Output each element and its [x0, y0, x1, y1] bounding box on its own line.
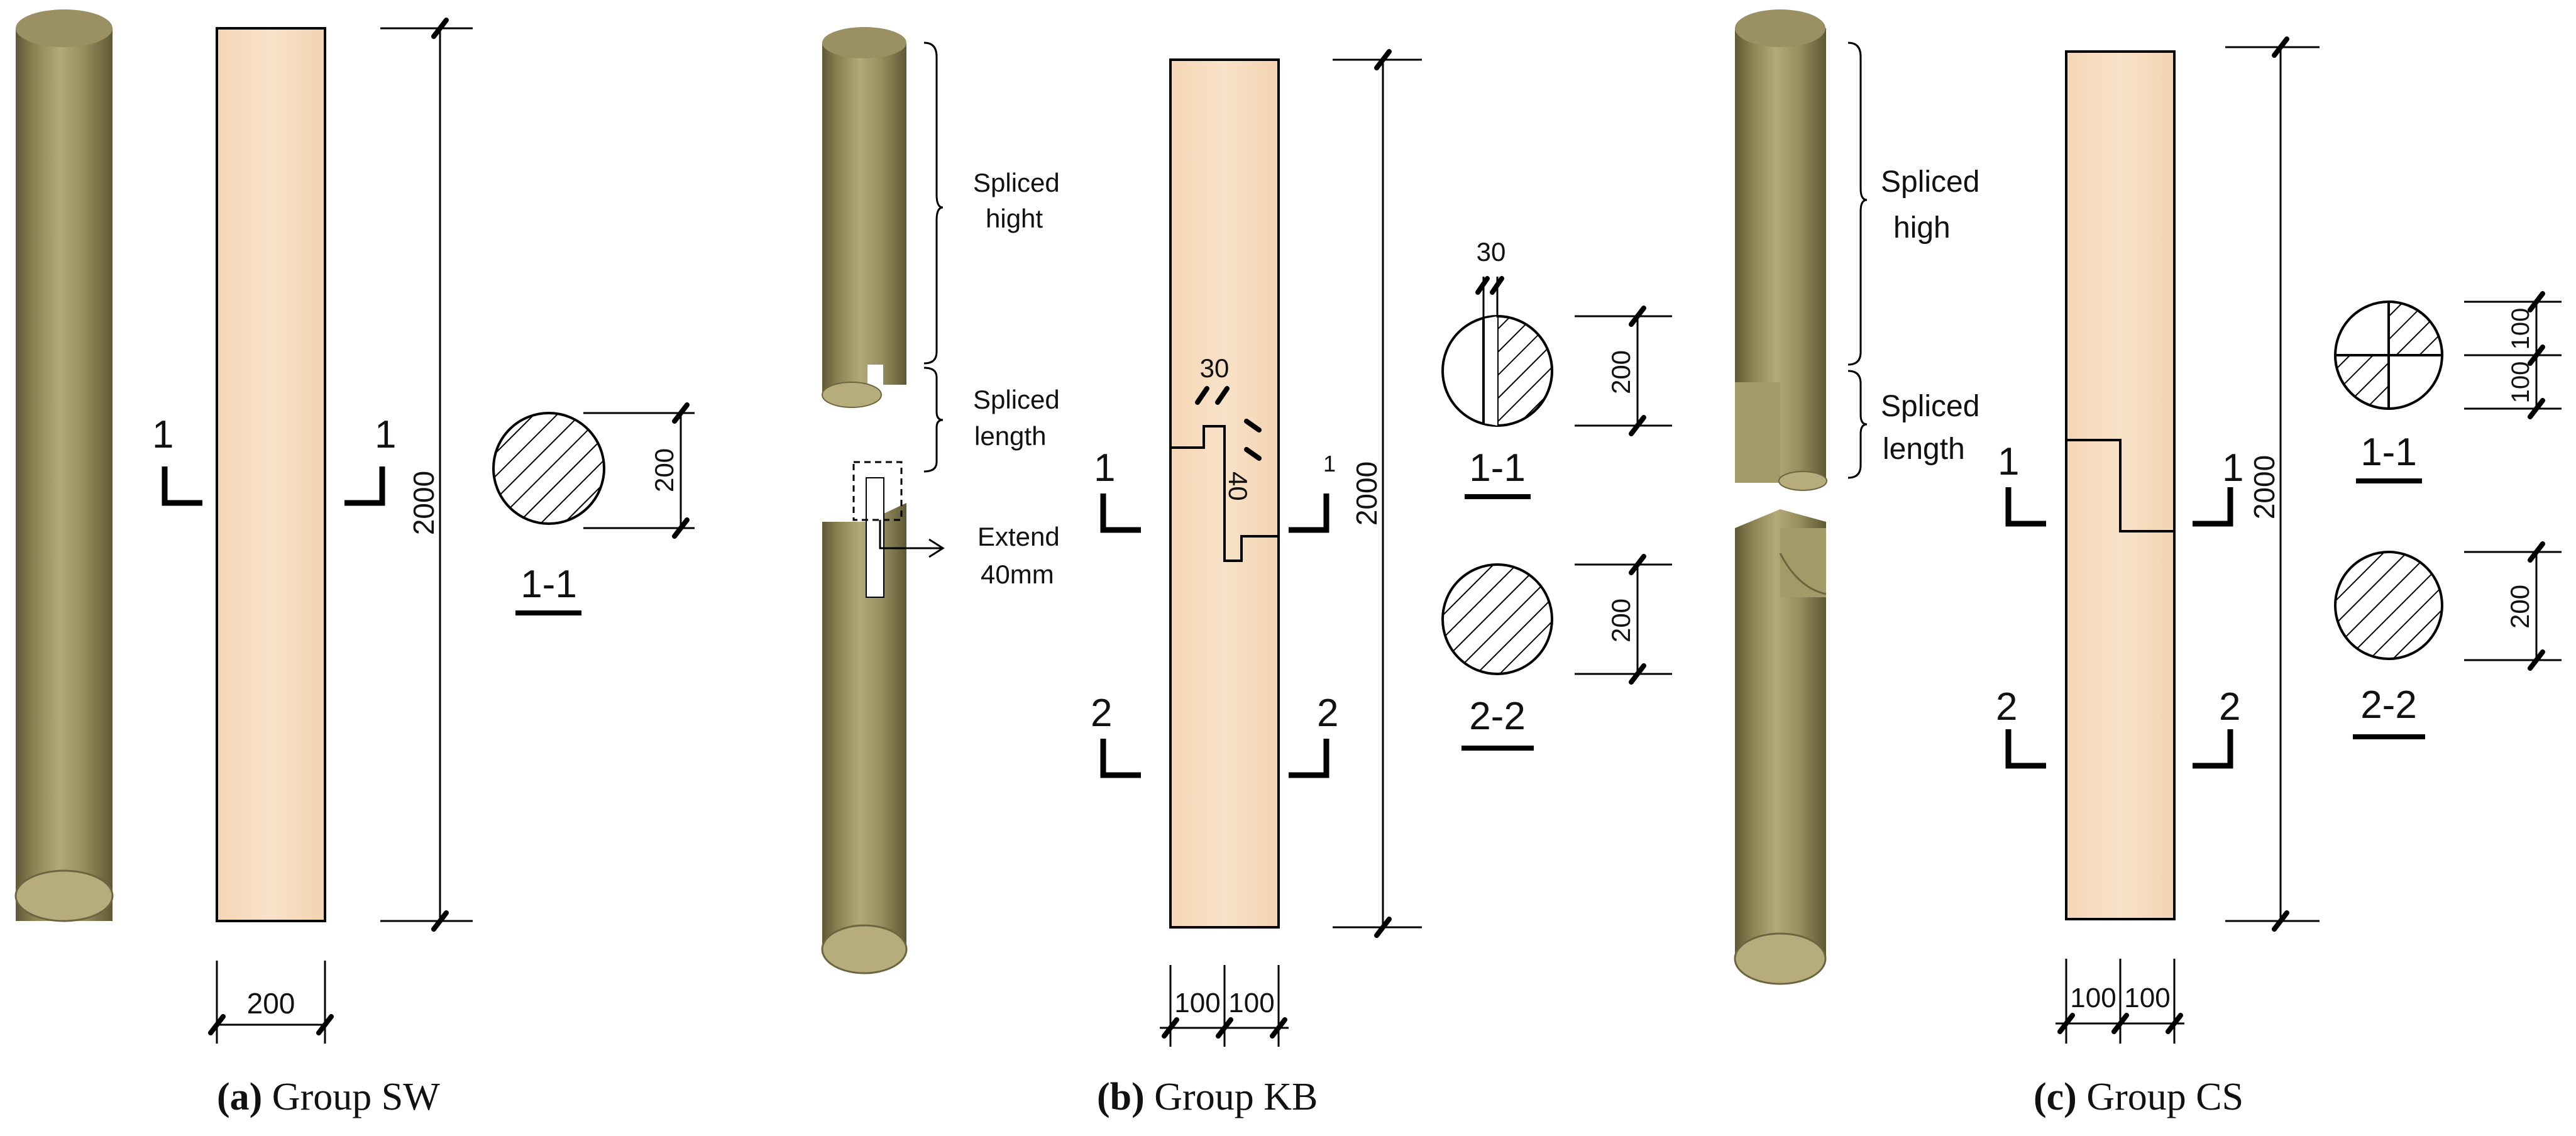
section-mark-b2-left: 2 [1091, 692, 1141, 778]
brace-spliced-length [1847, 370, 1868, 479]
log-a [14, 9, 114, 922]
section-label: 2 [1317, 692, 1338, 735]
extend-arrow [879, 520, 945, 558]
height-label: 2000 [1350, 461, 1383, 526]
width-label: 100 [1174, 988, 1220, 1018]
circle-b2-dim: 200 [1575, 554, 1672, 685]
height-dimension-a: 2000 [380, 18, 473, 932]
circle-b1-dim: 200 [1575, 306, 1672, 436]
panel-a: 1 1 2000 200 [14, 9, 695, 1118]
circle-dim-label: 200 [649, 448, 679, 492]
circle-dim-label: 200 [2505, 585, 2535, 629]
section-label: 1 [375, 413, 396, 456]
caption-a: (a) Group SW [217, 1076, 440, 1118]
section-mark-a-right: 1 [344, 413, 396, 506]
joint-dims-b: 30 40 [1195, 353, 1262, 501]
joint-line-c [2066, 439, 2174, 532]
section-label: 1 [1998, 440, 2019, 483]
section-title-1-1: 1-1 [520, 563, 577, 606]
section-label: 1 [1094, 446, 1115, 490]
circle-dimension-a: 200 [583, 402, 695, 539]
brace-spliced-length [923, 367, 944, 473]
section-label: 1 [1323, 451, 1336, 477]
cross-section-1-1-b [1441, 314, 1553, 427]
height-label: 2000 [407, 471, 440, 535]
extend-label-2: 40mm [981, 560, 1054, 589]
panel-c: Spliced high Spliced length 1 1 2 2 [1734, 9, 2562, 1118]
cross-section-2-2-c [2334, 551, 2443, 660]
circle-b1-top-dim: 30 [1475, 237, 1506, 317]
dim-30-label: 30 [1477, 237, 1506, 267]
extend-label-1: Extend [977, 522, 1060, 551]
height-label: 2000 [2248, 455, 2281, 519]
section-label: 1 [152, 413, 173, 456]
section-title-1-1: 1-1 [1469, 446, 1526, 490]
circle-dim-label: 200 [1606, 598, 1636, 642]
height-dimension-c: 2000 [2225, 36, 2320, 932]
spliced-length-label-2: length [974, 421, 1046, 451]
spliced-length-label-1: Spliced [1881, 390, 1979, 423]
circle-dim-label: 100 [2507, 361, 2535, 404]
spliced-high-label-1: Spliced [1881, 165, 1979, 199]
panel-b: Extend 40mm Spliced hight Spliced length… [821, 27, 1672, 1118]
section-label: 2 [1996, 685, 2017, 729]
section-mark-a-left: 1 [152, 413, 202, 506]
spliced-length-label-2: length [1883, 433, 1965, 466]
circle-dim-label: 100 [2507, 308, 2535, 350]
cross-section-2-2-b [1441, 563, 1553, 675]
cross-section-1-1-c [2333, 300, 2444, 411]
spliced-height-label-2: hight [986, 204, 1043, 233]
section-label: 2 [2219, 685, 2240, 729]
section-label: 1 [2222, 446, 2243, 490]
log-c-lower [1734, 509, 1827, 985]
width-dimension-b: 100 100 [1160, 965, 1289, 1047]
section-title-2-2: 2-2 [2360, 683, 2417, 727]
section-label: 2 [1091, 692, 1112, 735]
log-b-upper [822, 27, 906, 408]
width-dimension-a: 200 [208, 961, 334, 1044]
height-dimension-b: 2000 [1333, 49, 1422, 938]
section-mark-c1-left: 1 [1998, 440, 2046, 527]
section-mark-b1-left: 1 [1094, 446, 1141, 533]
detail-box [852, 461, 903, 521]
section-mark-c1-right: 1 [2193, 446, 2243, 527]
section-mark-b2-right: 2 [1289, 692, 1338, 778]
joint-line-b [1170, 425, 1279, 562]
section-title-1-1: 1-1 [2360, 431, 2417, 474]
circle-c2-dim: 200 [2464, 541, 2562, 671]
section-mark-c2-right: 2 [2193, 685, 2240, 769]
dim-40-label: 40 [1223, 471, 1253, 501]
width-label: 100 [2124, 983, 2170, 1013]
caption-b: (b) Group KB [1097, 1076, 1318, 1118]
width-label: 200 [247, 987, 295, 1020]
log-c-upper [1735, 9, 1827, 491]
section-title-2-2: 2-2 [1469, 695, 1526, 738]
width-dimension-c: 100 100 [2056, 959, 2184, 1044]
brace-spliced-height [923, 41, 944, 365]
caption-c: (c) Group CS [2034, 1076, 2243, 1118]
spliced-length-label-1: Spliced [973, 385, 1060, 414]
board-a [216, 27, 326, 922]
brace-spliced-high [1847, 41, 1868, 366]
section-mark-c2-left: 2 [1996, 685, 2046, 769]
dim-30-label: 30 [1200, 353, 1230, 383]
circle-dim-label: 200 [1606, 350, 1636, 394]
width-label: 100 [1228, 988, 1274, 1018]
width-label: 100 [2070, 983, 2116, 1013]
spliced-height-label-1: Spliced [973, 168, 1060, 197]
section-mark-b1-right: 1 [1289, 451, 1336, 533]
circle-c1-dim: 100 100 [2464, 291, 2562, 419]
log-b-lower [821, 477, 908, 974]
cross-section-1-1-a [492, 412, 605, 525]
spliced-high-label-2: high [1893, 211, 1951, 245]
